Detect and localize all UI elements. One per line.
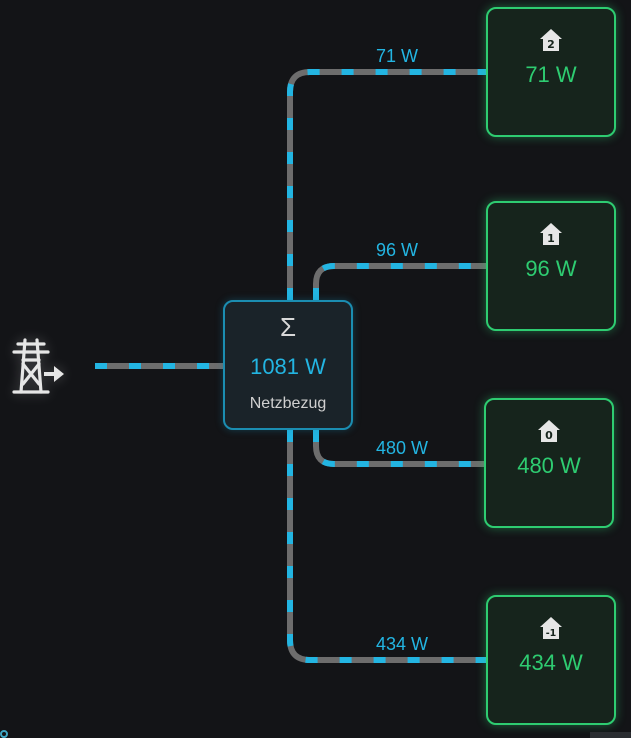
flow-hub-to-floor-minus-1 [287, 430, 486, 663]
wire-label-floor-minus-1: 434 W [376, 634, 429, 654]
floor-1-power-value: 96 W [525, 256, 577, 281]
wire-label-floor-0: 480 W [376, 438, 429, 458]
floor-minus-1-power-value: 434 W [519, 650, 583, 675]
wire-label-floor-2: 71 W [376, 46, 419, 66]
floor-badge: 1 [547, 232, 555, 245]
grid-import-hub[interactable]: Σ 1081 W Netzbezug [223, 300, 353, 430]
scrollbar[interactable] [590, 732, 631, 738]
power-grid-export-icon [12, 338, 64, 394]
gear-icon[interactable] [0, 728, 10, 738]
flow-hub-to-floor-2 [287, 69, 486, 300]
floor-minus-1-node[interactable]: -1 434 W [486, 595, 616, 725]
floor-0-power-value: 480 W [517, 453, 581, 478]
floor-badge: -1 [546, 628, 557, 639]
hub-power-value: 1081 W [250, 354, 326, 379]
sigma-icon: Σ [279, 312, 297, 342]
floor-2-node[interactable]: 2 71 W [486, 7, 616, 137]
floor-2-power-value: 71 W [525, 62, 577, 87]
wire-label-floor-1: 96 W [376, 240, 419, 260]
flow-hub-to-floor-0 [313, 430, 486, 467]
house-floor-icon: 0 [538, 420, 560, 442]
house-floor-icon: 2 [540, 29, 562, 51]
hub-label: Netzbezug [249, 395, 327, 412]
floor-badge: 2 [547, 38, 555, 51]
floor-1-node[interactable]: 1 96 W [486, 201, 616, 331]
house-floor-icon: -1 [540, 617, 562, 639]
house-floor-icon: 1 [540, 223, 562, 245]
flow-hub-to-floor-1 [313, 263, 486, 300]
floor-badge: 0 [545, 429, 553, 442]
wire-hub-to-floor-1 [313, 263, 486, 300]
floor-0-node[interactable]: 0 480 W [484, 398, 614, 528]
